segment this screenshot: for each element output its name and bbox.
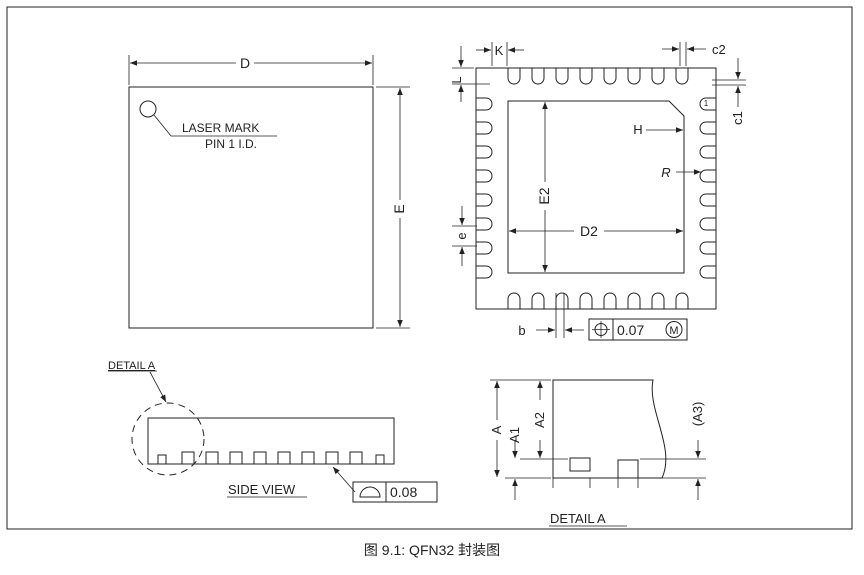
pad-left-8: [476, 265, 493, 279]
detail-terminal-right: [617, 459, 639, 479]
dim-c1-label: c1: [730, 111, 745, 125]
side-view: DETAIL A SIDE VIEW 0.08: [108, 360, 438, 503]
dim-r-label: R: [661, 165, 670, 180]
dim-k-label: K: [495, 43, 504, 58]
pad-left-2: [476, 121, 493, 135]
pad-left-1: [476, 97, 493, 111]
pin1-id-label: PIN 1 I.D.: [205, 137, 257, 151]
dim-a1-label: A1: [507, 427, 522, 443]
pad-bottom-4: [579, 292, 593, 309]
pin1-marker: 1: [704, 99, 709, 108]
figure-caption: 图 9.1: QFN32 封装图: [363, 542, 501, 558]
pad-right-1: [699, 97, 716, 111]
package-body-bottom: [475, 67, 717, 310]
position-tolerance-value: 0.07: [617, 322, 644, 338]
exposed-thermal-pad: [507, 100, 685, 274]
pad-top-1: [507, 68, 521, 85]
pad-top-8: [675, 68, 689, 85]
mmc-modifier-label: M: [669, 325, 678, 337]
pad-right-5: [699, 193, 716, 207]
dim-d-label: D: [240, 55, 250, 71]
pin1-laser-mark: [139, 100, 157, 118]
laser-mark-label: LASER MARK: [182, 121, 259, 135]
side-terminal-4: [253, 451, 267, 465]
dim-e2-label: E2: [536, 187, 552, 204]
pad-top-5: [603, 68, 617, 85]
dim-l-label: L: [449, 76, 464, 83]
dim-a-label: A: [489, 425, 504, 434]
detail-a-callout: DETAIL A: [108, 360, 156, 372]
pad-bottom-3: [555, 292, 569, 309]
mmc-modifier-icon: [665, 321, 683, 338]
dim-h-label: H: [633, 122, 642, 137]
drawing-frame: [6, 6, 853, 530]
side-terminal-5: [277, 451, 291, 465]
dim-e-pitch-label: e: [454, 232, 469, 239]
pad-bottom-6: [627, 292, 641, 309]
pad-left-3: [476, 145, 493, 159]
side-terminal-6: [301, 451, 315, 465]
pad-right-3: [699, 145, 716, 159]
side-terminal-3: [229, 451, 243, 465]
side-terminal-2: [205, 451, 219, 465]
side-terminal-end-right: [375, 454, 385, 465]
side-terminal-end-left: [157, 454, 167, 465]
pad-top-7: [651, 68, 665, 85]
pad-bottom-2: [531, 292, 545, 309]
terminal-pads: [476, 68, 716, 309]
pad-right-6: [699, 217, 716, 231]
pad-bottom-8: [675, 292, 689, 309]
position-tolerance-frame: 0.07 M: [588, 318, 688, 341]
package-body-top: [128, 86, 374, 329]
pad-top-3: [555, 68, 569, 85]
pad-top-2: [531, 68, 545, 85]
dim-d2-label: D2: [580, 223, 598, 239]
detail-a-view-label: DETAIL A: [550, 511, 606, 526]
pad-top-4: [579, 68, 593, 85]
package-body-side: [147, 417, 395, 465]
pad-left-7: [476, 241, 493, 255]
pad-left-6: [476, 217, 493, 231]
side-terminal-8: [349, 451, 363, 465]
detail-a-view: A A1 A2 (A3) DETAIL A: [489, 379, 706, 527]
profile-surface-icon: [359, 486, 381, 498]
pad-bottom-7: [651, 292, 665, 309]
dim-a2-label: A2: [532, 412, 547, 428]
dim-a3-label: (A3): [690, 402, 705, 427]
side-terminal-1: [181, 451, 195, 465]
pad-left-5: [476, 193, 493, 207]
dim-e-label: E: [391, 204, 407, 213]
pad-right-8: [699, 265, 716, 279]
pad-top-6: [627, 68, 641, 85]
pad-right-7: [699, 241, 716, 255]
pad-left-4: [476, 169, 493, 183]
side-terminals: [157, 451, 385, 465]
pad-right-4: [699, 169, 716, 183]
side-view-label: SIDE VIEW: [228, 482, 296, 497]
pad-bottom-1: [507, 292, 521, 309]
profile-tolerance-frame: 0.08: [352, 481, 438, 503]
detail-terminal-left: [569, 457, 591, 472]
side-terminal-7: [325, 451, 339, 465]
top-view: D E LASER MARK PIN 1 I.D.: [128, 55, 410, 329]
detail-a-circle: [131, 402, 205, 476]
profile-tolerance-value: 0.08: [390, 484, 417, 500]
dim-c2-label: c2: [712, 42, 726, 57]
dim-b-label: b: [518, 323, 525, 338]
pad-right-2: [699, 121, 716, 135]
bottom-view: 1 K c2 L c1 H R E2: [449, 42, 746, 341]
pad-bottom-5: [603, 292, 617, 309]
